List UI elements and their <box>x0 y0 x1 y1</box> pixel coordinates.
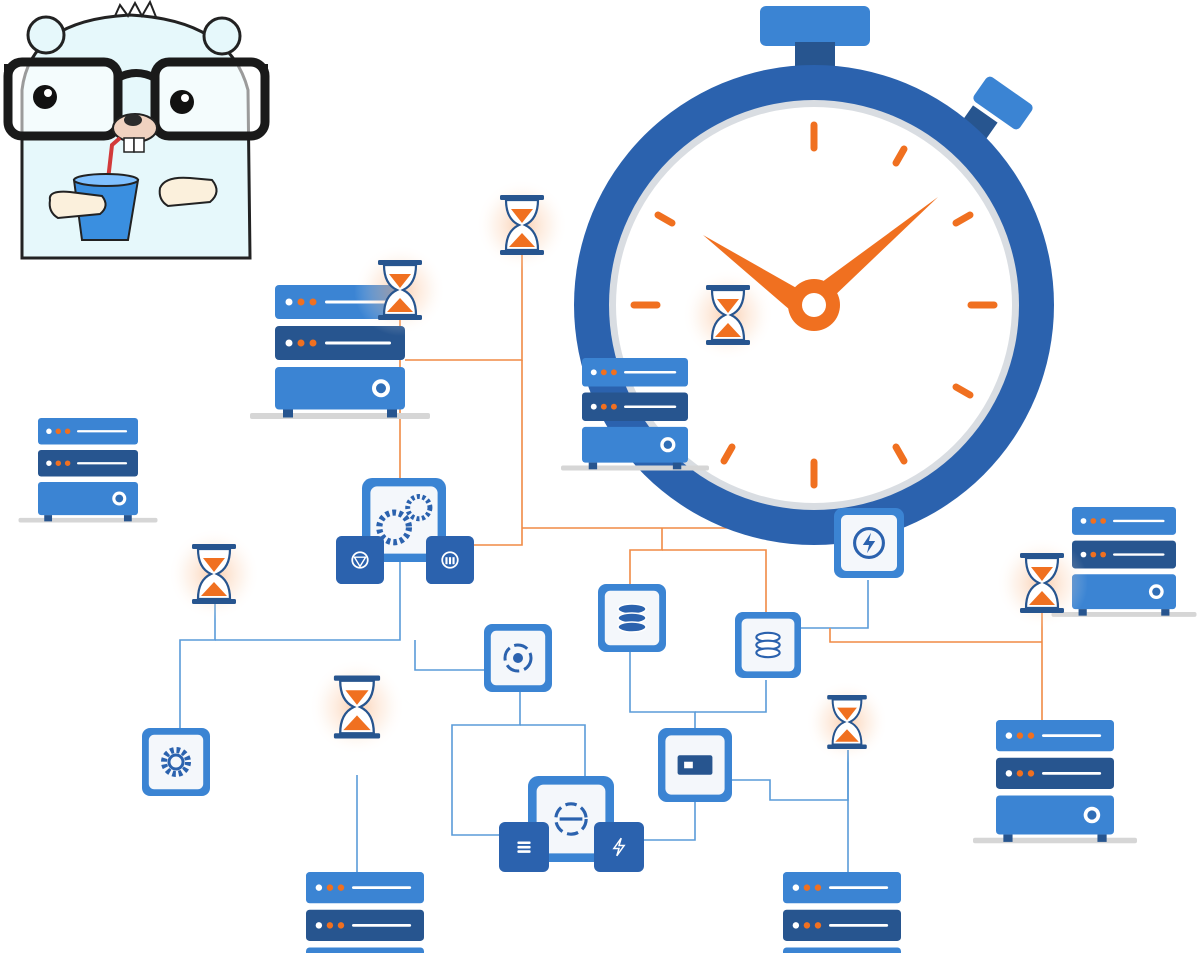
database-tile-small-icon <box>735 612 801 678</box>
hourglass-icon <box>682 269 774 361</box>
stopwatch-icon <box>574 6 1054 545</box>
lightning-power-tile-icon <box>834 508 904 578</box>
hourglass-icon <box>996 537 1088 629</box>
chart-tile-icon <box>426 536 474 584</box>
server-rack-icon <box>561 358 709 471</box>
bolt-tile-icon <box>594 822 644 872</box>
list-tile-icon <box>499 822 549 872</box>
server-rack-icon <box>250 285 430 419</box>
server-rack-icon <box>306 872 424 953</box>
aperture-tile-icon <box>336 536 384 584</box>
face-scan-tile-icon <box>528 776 614 862</box>
router-tile-icon <box>658 728 732 802</box>
spinner-tile-icon <box>484 624 552 692</box>
hourglass-icon <box>476 179 568 271</box>
hourglass-icon <box>354 244 446 336</box>
go-gopher-mascot-icon <box>3 0 270 260</box>
server-rack-icon <box>18 418 158 523</box>
gear-tile-icon <box>142 728 210 796</box>
hourglass-icon <box>168 528 260 620</box>
connections-blue <box>179 560 869 880</box>
hourglass-icon <box>308 658 406 756</box>
server-rack-icon <box>973 720 1137 844</box>
server-rack-icon <box>1051 507 1197 617</box>
hourglass-icon <box>805 680 889 764</box>
database-tile-icon <box>598 584 666 652</box>
server-rack-icon <box>783 872 901 953</box>
